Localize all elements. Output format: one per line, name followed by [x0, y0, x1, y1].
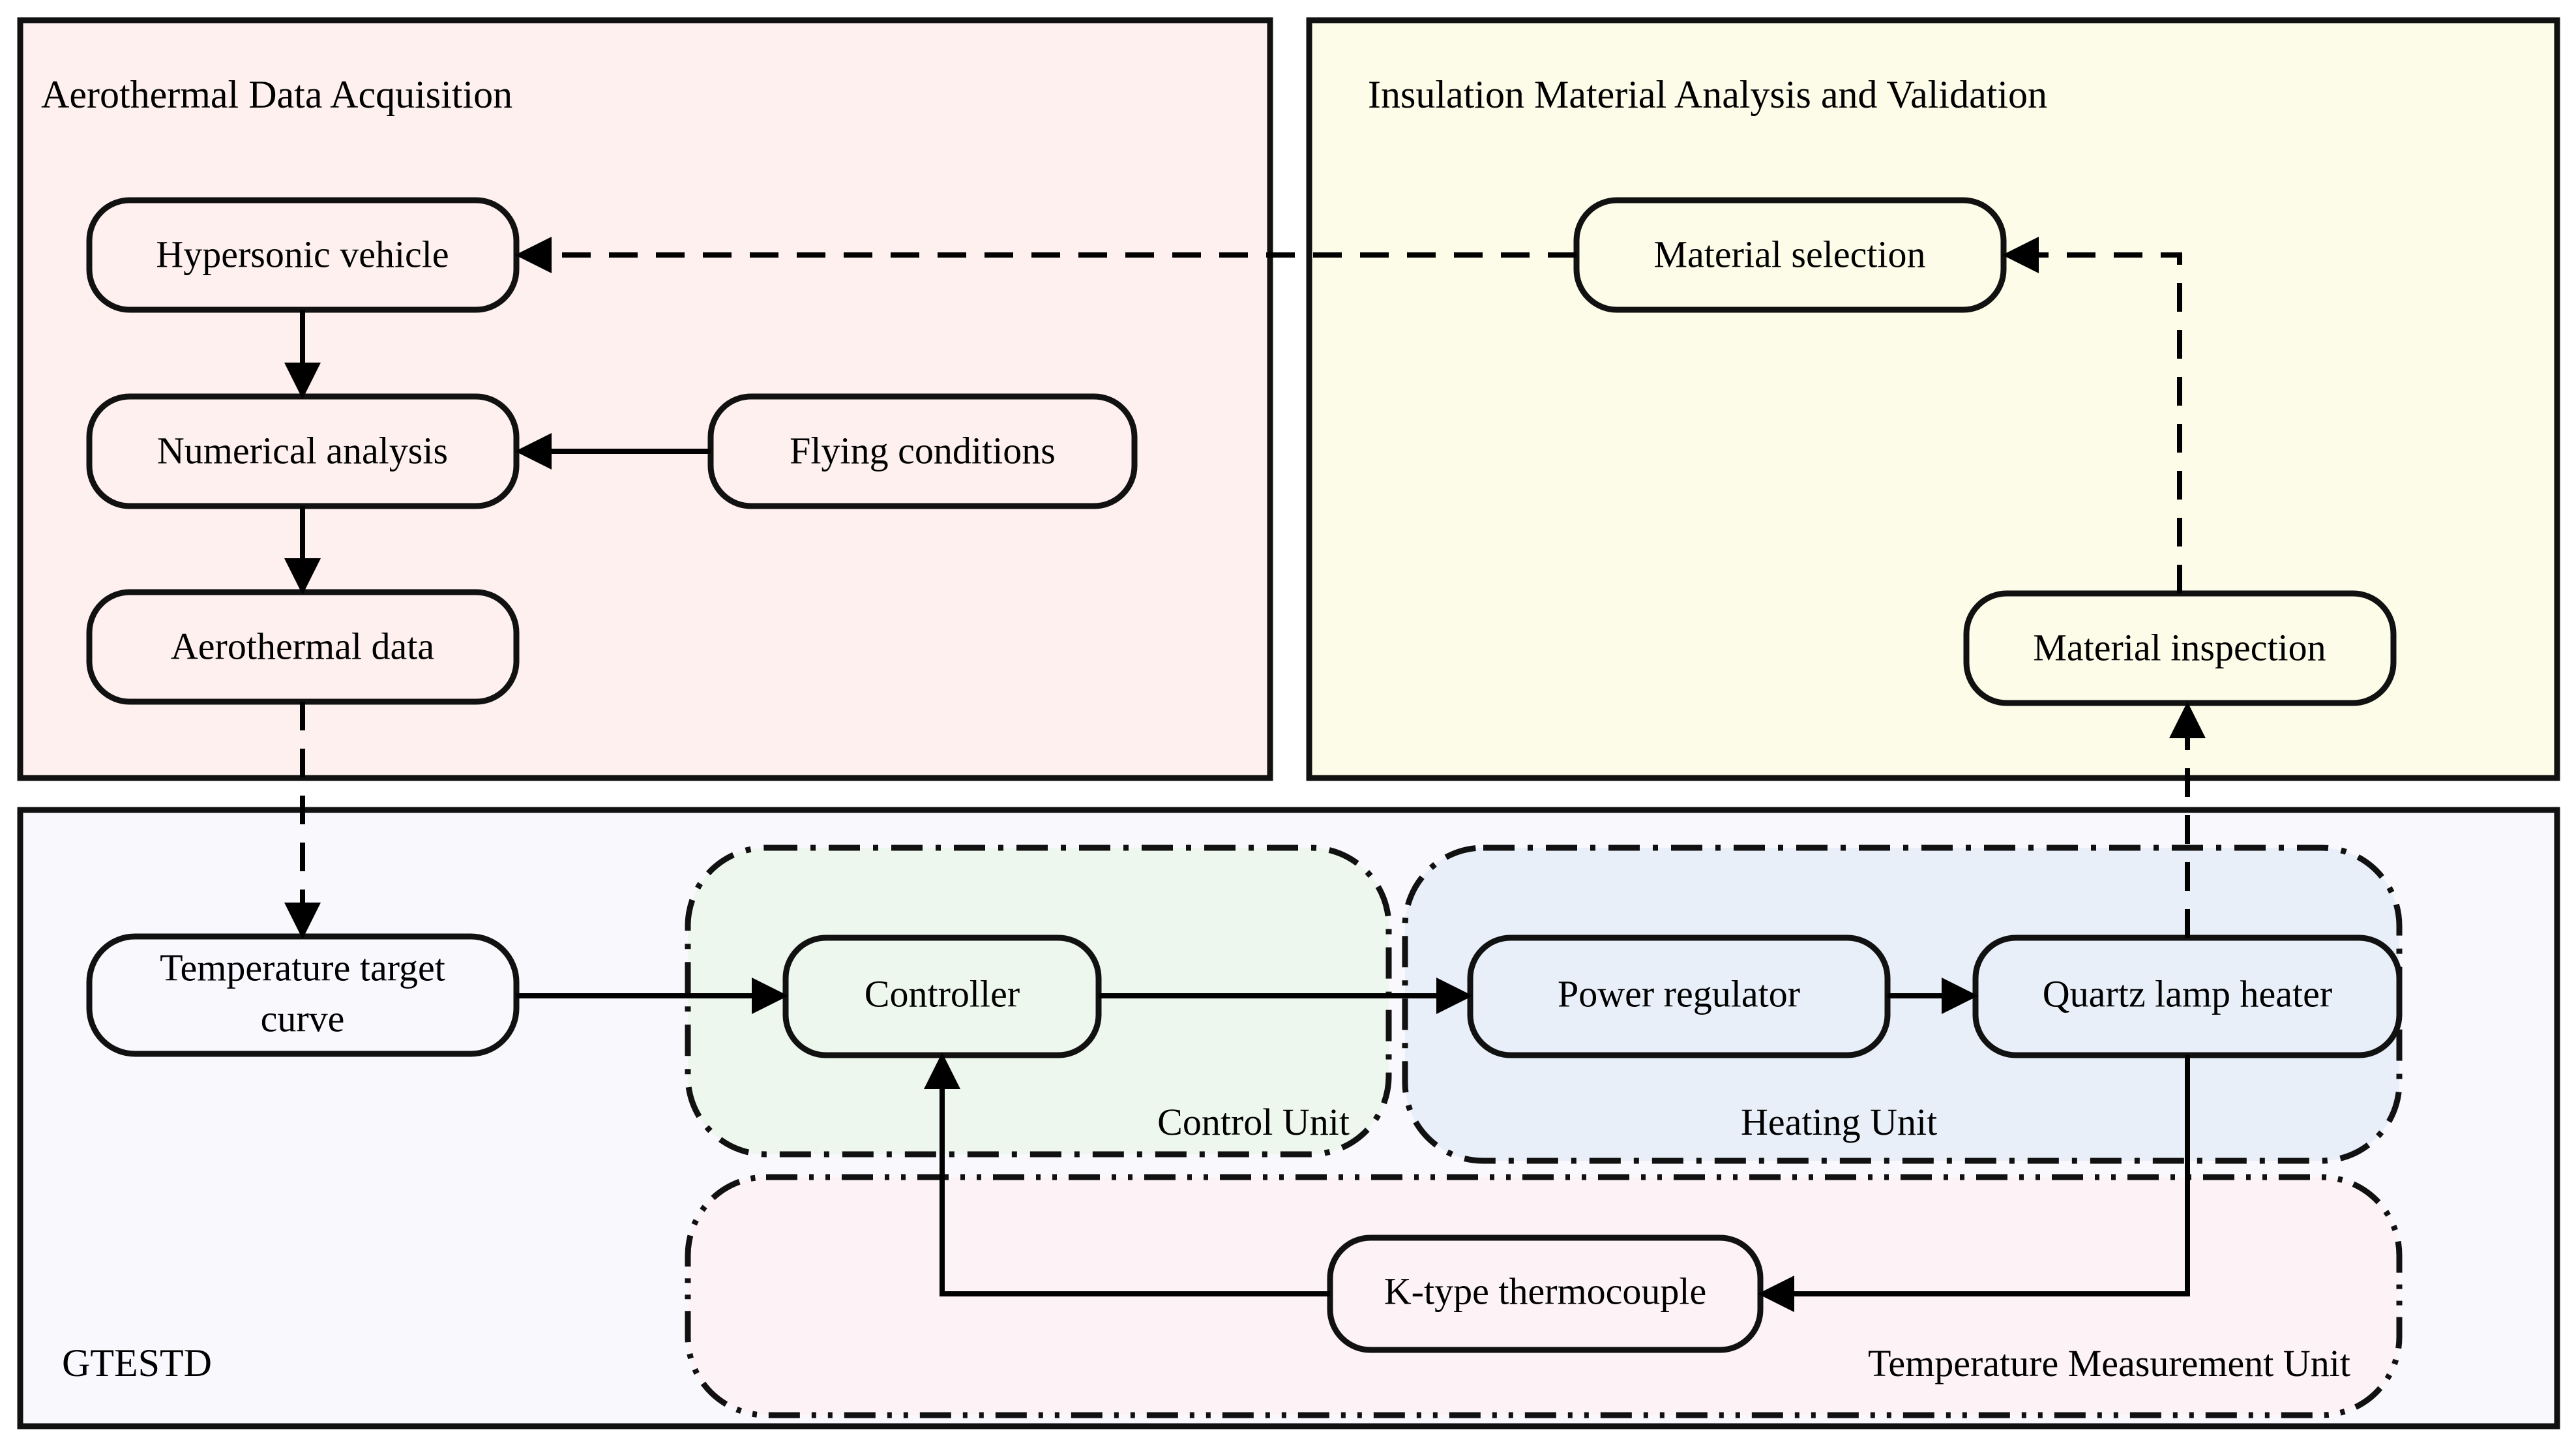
panel-gtestd: GTESTD Control Unit Heating Unit Tempera… [17, 807, 2560, 1429]
panel-gtestd-title: GTESTD [62, 1341, 212, 1384]
zone-control-unit-label: Control Unit [1157, 1101, 1350, 1143]
node-material-inspection-label: Material inspection [2033, 626, 2326, 668]
panel-insulation-background [1306, 17, 2560, 781]
zone-control-unit: Control Unit [685, 845, 1392, 1158]
zone-measurement-unit-label: Temperature Measurement Unit [1868, 1342, 2350, 1384]
node-temperature-target-curve-label-line2: curve [261, 997, 345, 1040]
edge-quartz-lamp-heater-to-k-type-thermocouple [1758, 1055, 2190, 1312]
node-hypersonic-vehicle-label: Hypersonic vehicle [156, 233, 449, 275]
zone-measurement-unit-outline [685, 1174, 2403, 1418]
node-temperature-target-curve-label-line1: Temperature target [160, 946, 445, 989]
edge-material-inspection-to-material-selection [2002, 237, 2182, 593]
zone-heating-unit-outline [1402, 845, 2403, 1164]
panel-insulation-material-analysis: Insulation Material Analysis and Validat… [1306, 17, 2560, 781]
zone-measurement-unit: Temperature Measurement Unit [685, 1174, 2403, 1418]
panel-aerothermal-title: Aerothermal Data Acquisition [41, 73, 512, 116]
node-material-selection-label: Material selection [1653, 233, 1925, 275]
panel-insulation-title: Insulation Material Analysis and Validat… [1368, 73, 2047, 116]
node-numerical-analysis-label: Numerical analysis [157, 429, 448, 471]
panel-aerothermal-data-acquisition: Aerothermal Data Acquisition Hypersonic … [17, 17, 1273, 781]
zone-control-unit-outline [685, 845, 1392, 1158]
node-quartz-lamp-heater-label: Quartz lamp heater [2043, 972, 2332, 1015]
node-k-type-thermocouple-label: K-type thermocouple [1384, 1270, 1706, 1312]
node-controller-label: Controller [865, 972, 1020, 1015]
node-power-regulator-label: Power regulator [1558, 972, 1800, 1015]
node-aerothermal-data-label: Aerothermal data [171, 625, 434, 667]
zone-heating-unit-label: Heating Unit [1741, 1101, 1937, 1143]
zone-heating-unit: Heating Unit [1402, 845, 2403, 1164]
node-flying-conditions-label: Flying conditions [790, 429, 1056, 471]
edges-layer [284, 237, 2206, 1312]
edge-k-type-thermocouple-to-controller [924, 1053, 1330, 1296]
